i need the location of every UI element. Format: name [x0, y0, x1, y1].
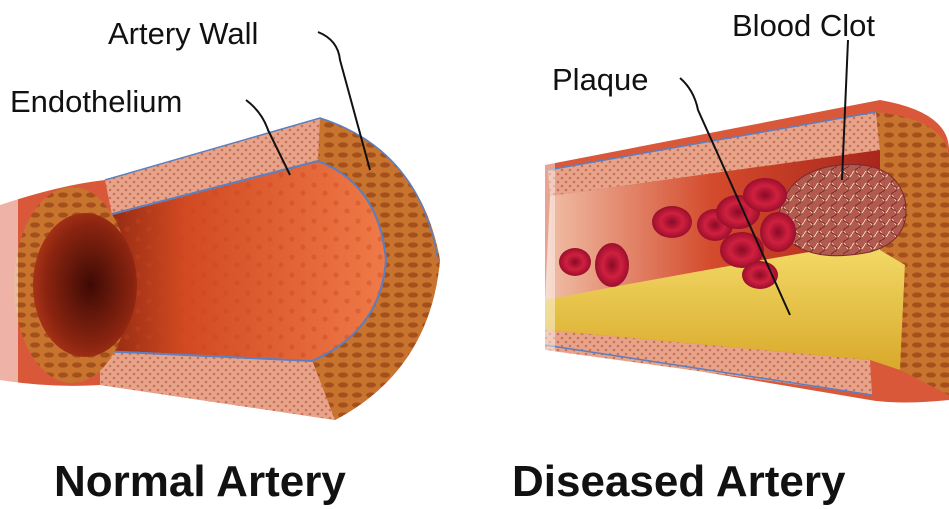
- endothelium-label: Endothelium: [10, 84, 182, 119]
- normal-artery-caption: Normal Artery: [54, 457, 346, 506]
- normal-opening-hole: [33, 213, 137, 357]
- red-blood-cell-icon: [743, 178, 787, 212]
- red-blood-cell-icon: [652, 206, 692, 238]
- diseased-fade-left: [520, 150, 555, 360]
- blood-clot-label: Blood Clot: [732, 8, 875, 43]
- plaque-label: Plaque: [552, 62, 649, 97]
- normal-artery-illustration: [0, 118, 440, 420]
- artery-wall-label: Artery Wall: [108, 16, 258, 51]
- red-blood-cell-icon: [595, 243, 629, 287]
- red-blood-cell-icon: [559, 248, 591, 276]
- diseased-artery-caption: Diseased Artery: [512, 457, 846, 506]
- red-blood-cell-icon: [760, 212, 796, 252]
- diseased-artery-illustration: [520, 100, 949, 403]
- normal-fade-left: [0, 180, 18, 390]
